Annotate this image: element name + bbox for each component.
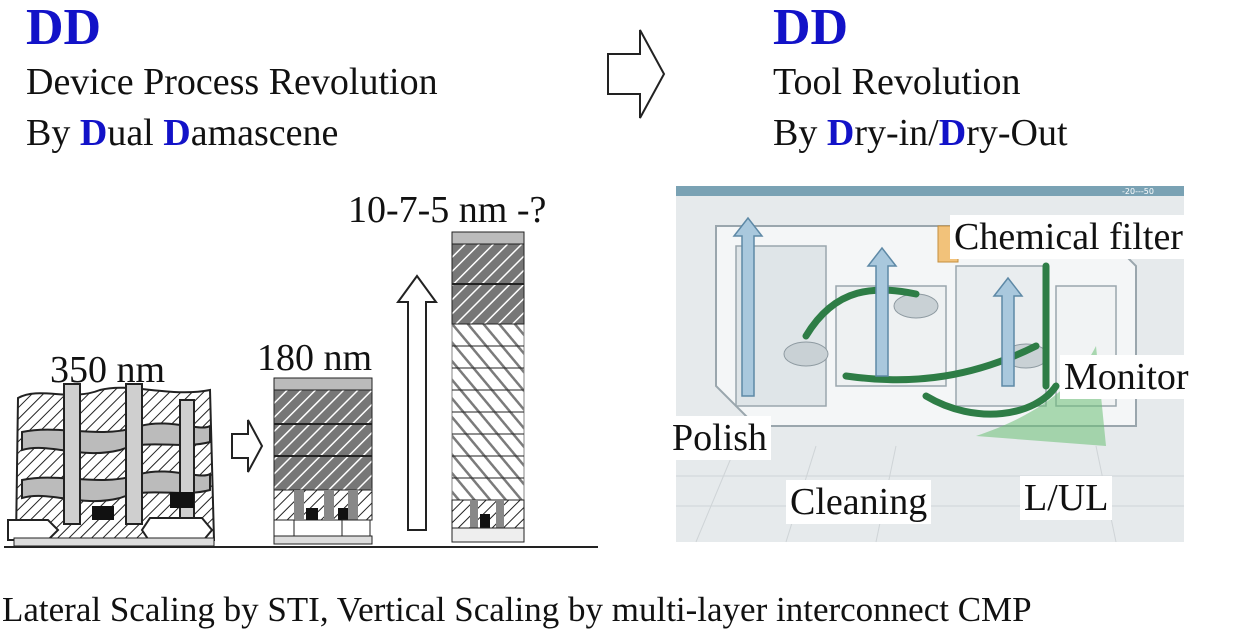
vertical-scaling-arrow-icon: [396, 274, 438, 531]
baseline-divider: [4, 546, 598, 548]
structure-future-node: [451, 231, 525, 543]
by-text: By: [773, 112, 827, 154]
d-letter: D: [163, 112, 191, 154]
label-chemical-filter: Chemical filter: [950, 215, 1187, 259]
ry-out-text: ry-Out: [966, 112, 1068, 154]
ry-in-text: ry-in/: [854, 112, 939, 154]
label-cleaning: Cleaning: [786, 480, 932, 524]
transition-arrow-icon: [607, 29, 666, 119]
structure-350nm: [7, 383, 216, 547]
scaling-arrow-icon: [231, 419, 264, 473]
d-letter: D: [79, 112, 108, 154]
left-heading-line2: By Dual Damascene: [26, 111, 338, 155]
scale-hint: -20---50: [1122, 187, 1154, 196]
label-polish: Polish: [668, 416, 772, 460]
right-dd-title: DD: [773, 0, 849, 56]
by-text: By: [26, 112, 80, 154]
right-heading-line2: By Dry-in/Dry-Out: [773, 111, 1068, 155]
left-heading-line1: Device Process Revolution: [26, 61, 438, 103]
d-letter: D: [938, 112, 967, 154]
bottom-caption: Lateral Scaling by STI, Vertical Scaling…: [2, 590, 1032, 629]
label-load-unload: L/UL: [1020, 476, 1113, 520]
left-dd-title: DD: [26, 0, 102, 56]
right-heading-line1: Tool Revolution: [773, 61, 1021, 103]
node-180nm-label: 180 nm: [257, 337, 373, 379]
amascene-text: amascene: [190, 112, 339, 154]
node-future-label: 10-7-5 nm -?: [348, 189, 547, 231]
tool-illustration: -20---50: [676, 186, 1184, 542]
d-letter: D: [826, 112, 855, 154]
ual-text: ual: [107, 112, 164, 154]
label-monitor: Monitor: [1060, 355, 1193, 399]
structure-180nm: [273, 377, 373, 545]
